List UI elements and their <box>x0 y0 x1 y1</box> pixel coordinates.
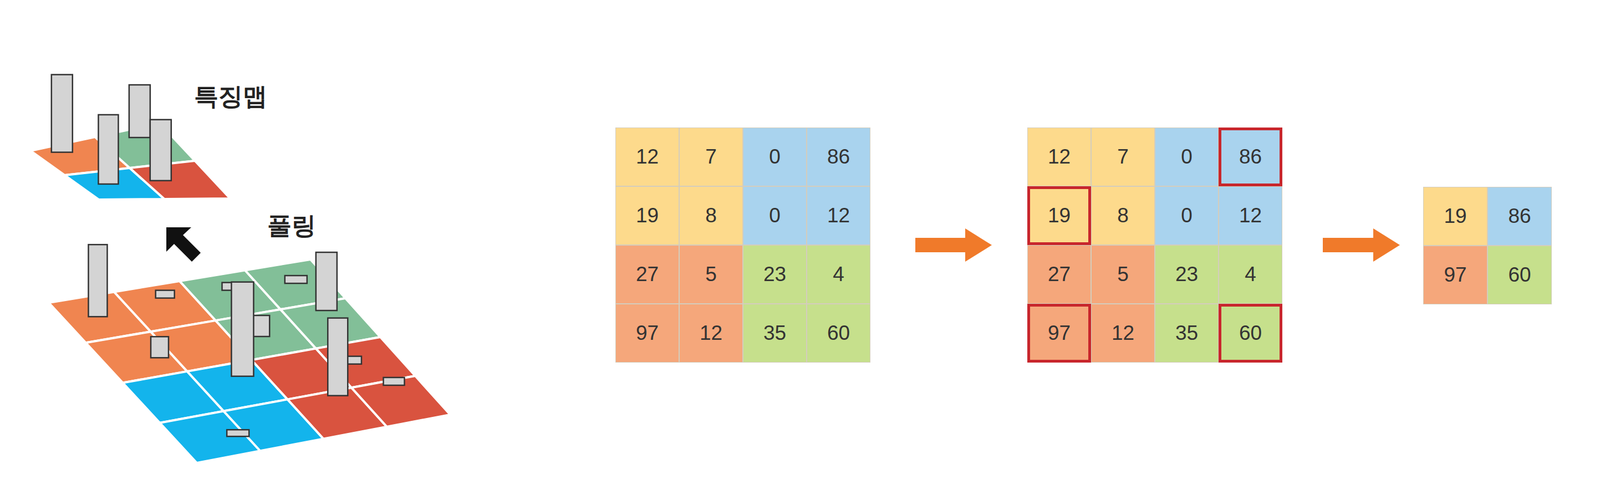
bar <box>316 252 338 311</box>
table-cell: 27 <box>1027 245 1092 304</box>
table-cell: 4 <box>806 245 871 304</box>
table-cell: 19 <box>615 186 680 246</box>
table-cell: 35 <box>742 303 807 363</box>
table-cell: 7 <box>1091 127 1155 187</box>
table-cell: 12 <box>1091 303 1155 363</box>
table-cell: 86 <box>1487 186 1552 246</box>
table-cell: 60 <box>806 303 871 363</box>
grid-cell <box>351 375 451 427</box>
table-cell: 19 <box>1423 186 1488 246</box>
table-cell: 60 <box>1487 245 1552 305</box>
grid-cell <box>129 160 231 200</box>
bar <box>231 282 254 377</box>
pooling-label: 풀링 <box>267 209 317 243</box>
table-cell: 5 <box>679 245 743 304</box>
table-cell: 97 <box>1423 245 1488 305</box>
table-cell: 12 <box>1218 186 1283 246</box>
table-cell: 8 <box>1091 186 1155 246</box>
feature-map-label: 특징맵 <box>194 80 268 114</box>
table-cell: 12 <box>1027 127 1092 187</box>
selected-max-cell: 19 <box>1027 186 1092 246</box>
process-arrow <box>1322 228 1400 262</box>
table-cell: 12 <box>615 127 680 187</box>
selected-max-cell: 86 <box>1218 127 1283 187</box>
bar <box>150 336 169 358</box>
table-cell: 12 <box>806 186 871 246</box>
feature-map-grid <box>48 244 451 463</box>
process-arrow <box>915 228 992 262</box>
table-cell: 7 <box>679 127 743 187</box>
table-cell: 8 <box>679 186 743 246</box>
table-cell: 12 <box>679 303 743 363</box>
table-cell: 0 <box>742 186 807 246</box>
bar <box>51 74 73 153</box>
table-cell: 0 <box>1154 127 1219 187</box>
table-cell: 23 <box>742 245 807 304</box>
bar <box>284 275 308 284</box>
table-cell: 86 <box>806 127 871 187</box>
bar <box>383 377 405 386</box>
bar <box>226 429 249 437</box>
bar <box>98 114 119 185</box>
table-cell: 5 <box>1091 245 1155 304</box>
selected-max-cell: 97 <box>1027 303 1092 363</box>
bar <box>327 318 348 396</box>
table-cell: 0 <box>742 127 807 187</box>
table-cell: 97 <box>615 303 680 363</box>
selected-max-cell: 60 <box>1218 303 1283 363</box>
table-cell: 4 <box>1218 245 1283 304</box>
bar <box>129 84 151 138</box>
table-cell: 35 <box>1154 303 1219 363</box>
bar <box>155 290 175 299</box>
table-cell: 23 <box>1154 245 1219 304</box>
table-cell: 27 <box>615 245 680 304</box>
bar <box>88 244 107 317</box>
pooling-arrow <box>166 227 201 262</box>
table-cell: 0 <box>1154 186 1219 246</box>
bar <box>150 119 172 181</box>
